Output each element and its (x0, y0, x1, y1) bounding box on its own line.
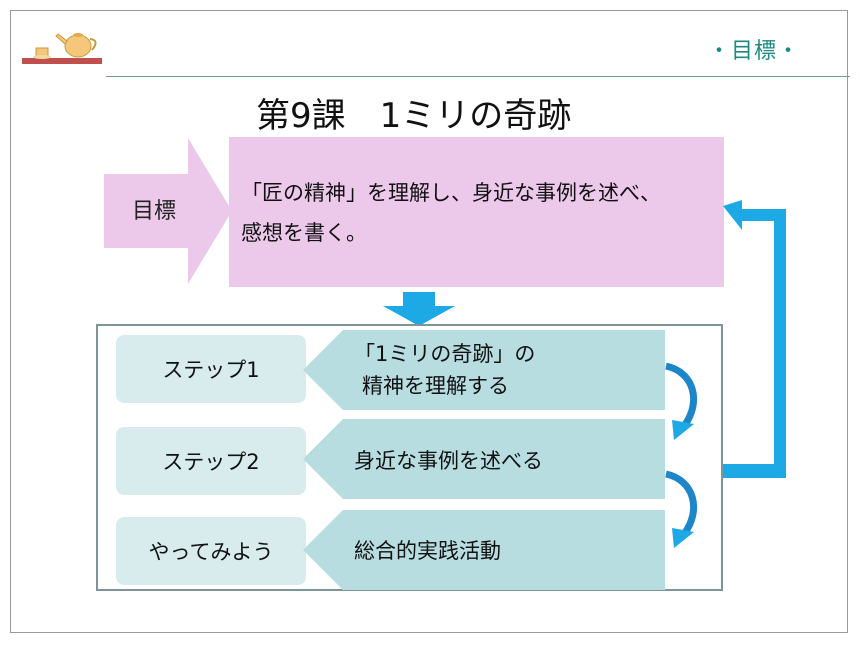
step-1-label: ステップ1 (116, 335, 306, 403)
step-3-text: 総合的実践活動 (354, 539, 501, 563)
step-3-arrow-shape (303, 510, 665, 590)
curl-arrow-icon (665, 470, 698, 548)
page-title: 第9課 1ミリの奇跡 (256, 96, 572, 136)
goal-label: 目標 (131, 199, 176, 224)
step-2-arrow-shape (303, 419, 665, 499)
slide-frame (10, 10, 848, 633)
step-2-label: ステップ2 (116, 427, 306, 495)
goal-text-line1: 「匠の精神」を理解し、身近な事例を述べ、 (241, 181, 661, 205)
curl-arrow-icon (665, 362, 698, 440)
step-3-label: やってみよう (116, 517, 306, 585)
down-arrow-icon (383, 292, 455, 326)
goal-box: 「匠の精神」を理解し、身近な事例を述べ、 感想を書く。 (229, 137, 724, 287)
goal-arrow-shape (104, 138, 232, 284)
step-2-text: 身近な事例を述べる (354, 449, 543, 473)
loop-arrow-icon (723, 200, 786, 478)
header-label: ・目標・ (707, 39, 800, 64)
step-1-text-line1: 「1ミリの奇跡」の (354, 342, 536, 366)
header-rule (106, 76, 850, 77)
step-1-text: 「1ミリの奇跡」の 精神を理解する (354, 338, 535, 402)
step-1-arrow-shape (303, 330, 665, 410)
goal-text-line2: 感想を書く。 (241, 221, 367, 245)
teapot-logo-icon (22, 33, 102, 64)
step-1-text-line2: 精神を理解する (362, 374, 509, 398)
